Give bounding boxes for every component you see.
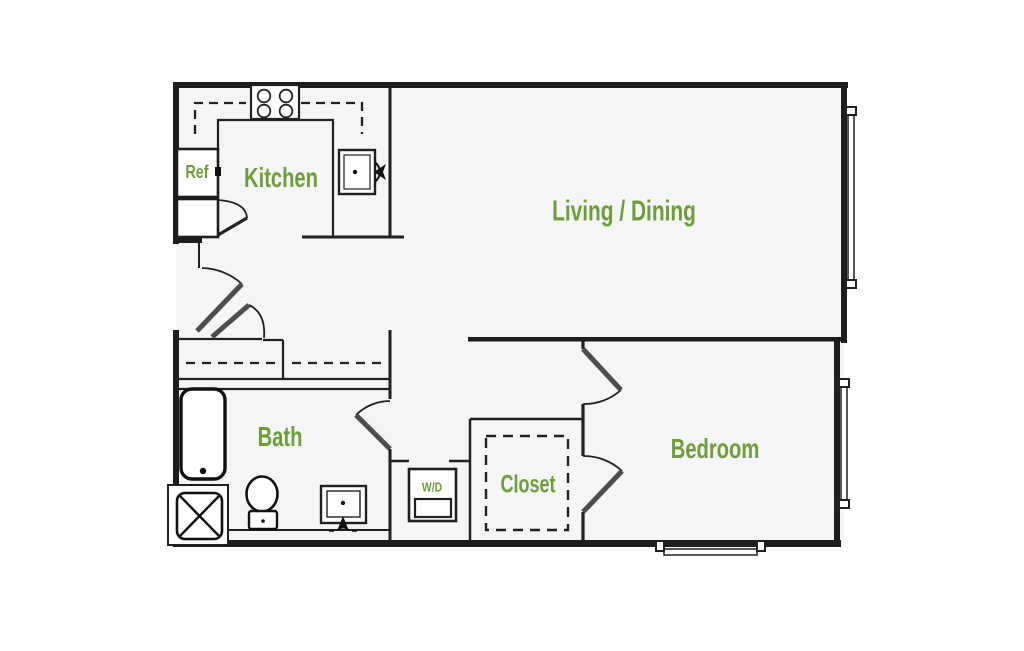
kitchen-door-panel [217, 216, 248, 237]
entry-door [195, 267, 244, 333]
wall-right-bedroom [834, 339, 840, 547]
wall-top [173, 82, 848, 88]
closet-door [581, 455, 624, 514]
refrigerator-label: Ref [185, 162, 209, 182]
wall-right-living [841, 82, 847, 343]
washer-dryer-icon [407, 467, 458, 523]
bedroom-door [581, 347, 623, 405]
wall-living-bottom [468, 337, 841, 342]
entry-door-panel [195, 282, 244, 333]
closet-door-arc [582, 455, 623, 472]
kitchen-label: Kitchen [244, 162, 318, 193]
entry-second-door [210, 303, 266, 339]
living-dining-label: Living / Dining [552, 195, 696, 228]
bedroom-door-panel [581, 347, 623, 392]
upper-cabinet-dashes [193, 101, 364, 134]
bath-door-arc [355, 400, 391, 416]
entry-second-door-arc [248, 304, 266, 339]
stove-icon [249, 83, 301, 121]
windows [655, 106, 857, 556]
wall-kitchen-nub [173, 236, 202, 243]
kitchen-cabinet-box [175, 197, 220, 239]
kitchen-door [217, 199, 248, 237]
bath-label: Bath [257, 421, 303, 452]
wall-closet [468, 417, 583, 541]
bedroom-label: Bedroom [670, 433, 760, 464]
closet-door-panel [581, 469, 624, 514]
closet-dashed-outline [484, 434, 570, 532]
living-window [845, 106, 857, 289]
closet-fixtures [407, 434, 570, 532]
bath-fixtures [167, 387, 368, 546]
bedroom-side-window [838, 378, 850, 509]
toilet-icon [245, 475, 279, 531]
floor-area [176, 85, 844, 544]
bedroom-bottom-window [655, 540, 766, 556]
bath-sink-icon [319, 484, 368, 532]
closet-label: Closet [500, 470, 556, 499]
floor [176, 85, 844, 544]
entry-door-arc [201, 267, 243, 285]
kitchen-sink-icon [337, 148, 386, 196]
wall-left-lower [173, 330, 179, 547]
entry-second-door-panel [210, 303, 251, 339]
bedroom-door-arc [582, 389, 622, 405]
bath-door-panel [354, 413, 392, 451]
wall-bottom [173, 540, 841, 547]
kitchen-fixtures [175, 83, 386, 239]
washer-dryer-label: W/D [421, 479, 443, 495]
shower-icon [167, 484, 229, 546]
doors [195, 199, 624, 514]
hall-closet-strip-walls [176, 337, 390, 391]
refrigerator-icon [175, 147, 221, 199]
bath-door [354, 400, 392, 451]
bathtub-icon [179, 387, 227, 481]
kitchen-door-arc [217, 199, 248, 219]
